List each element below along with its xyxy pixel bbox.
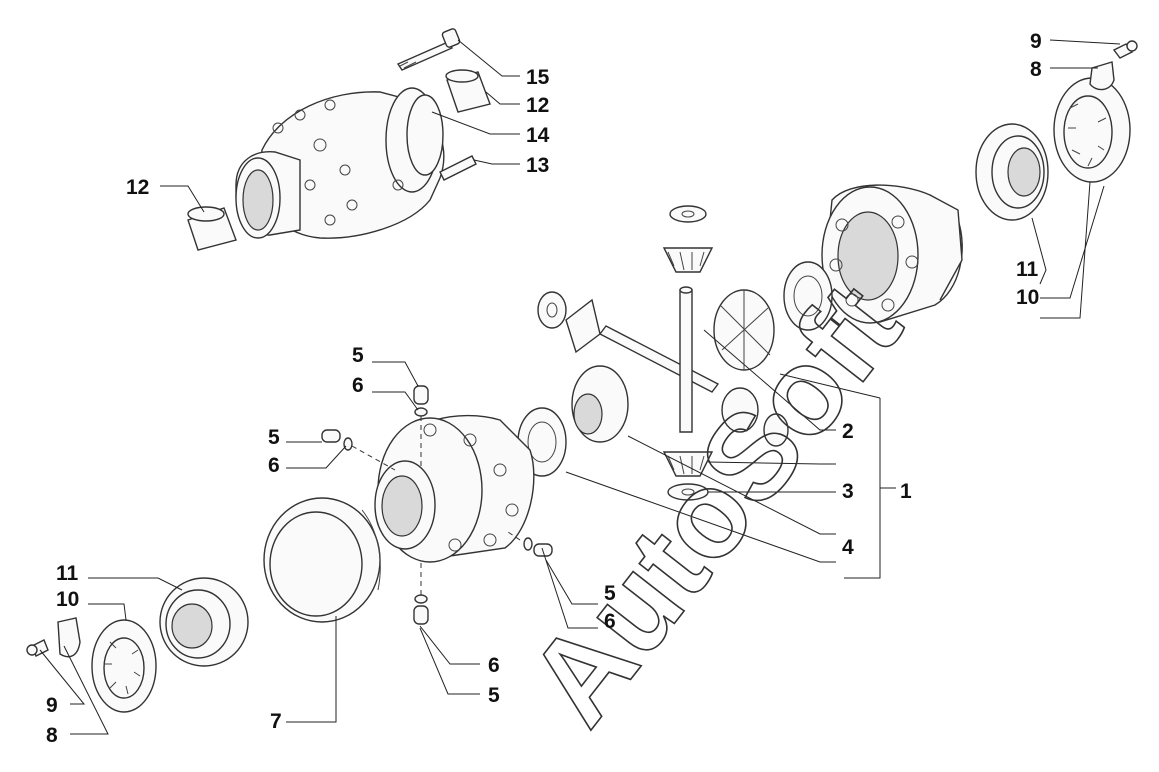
plugs-and-seals [321,385,553,625]
callout-14: 14 [526,124,550,147]
callout-10-left: 10 [56,588,79,611]
left-ring-nut [91,619,157,713]
callout-11-right: 11 [1016,258,1039,281]
callout-10-right: 10 [1016,286,1039,309]
callout-8-right: 8 [1030,58,1042,81]
callout-1: 1 [900,480,912,503]
callout-15: 15 [526,66,550,89]
callout-6-right: 6 [604,610,616,633]
callout-12-upper: 12 [526,94,549,117]
callout-5-right: 5 [604,582,616,605]
left-bearing [159,577,249,667]
leader-lines [39,39,1121,735]
callout-13: 13 [526,154,549,177]
upper-differential-housing [187,28,491,251]
callout-2: 2 [842,420,854,443]
callout-6-bottom: 6 [488,654,500,677]
callout-5-top: 5 [352,344,364,367]
callout-5-left: 5 [268,426,280,449]
right-ring-nut [1053,77,1131,183]
callout-3: 3 [842,480,854,503]
callout-labels: 15 12 14 13 12 9 8 11 10 2 3 1 4 5 6 5 6… [46,30,1042,747]
differential-gear-set [517,205,833,501]
crown-ring [263,497,381,623]
callout-4: 4 [842,536,854,559]
callout-7: 7 [270,710,282,733]
center-differential-housing [374,414,535,563]
callout-12-left: 12 [126,176,149,199]
callout-6-left: 6 [268,454,280,477]
callout-9-right: 9 [1030,30,1042,53]
right-lock-plate-and-screw [1089,40,1138,91]
right-differential-housing [821,184,963,324]
right-bearing [975,123,1049,221]
callout-6-top: 6 [352,374,364,397]
callout-11-left: 11 [56,562,79,585]
left-lock-plate-and-screw [26,617,81,658]
callout-8-left: 8 [46,724,58,747]
callout-5-bottom: 5 [488,684,500,707]
callout-9-left: 9 [46,694,58,717]
